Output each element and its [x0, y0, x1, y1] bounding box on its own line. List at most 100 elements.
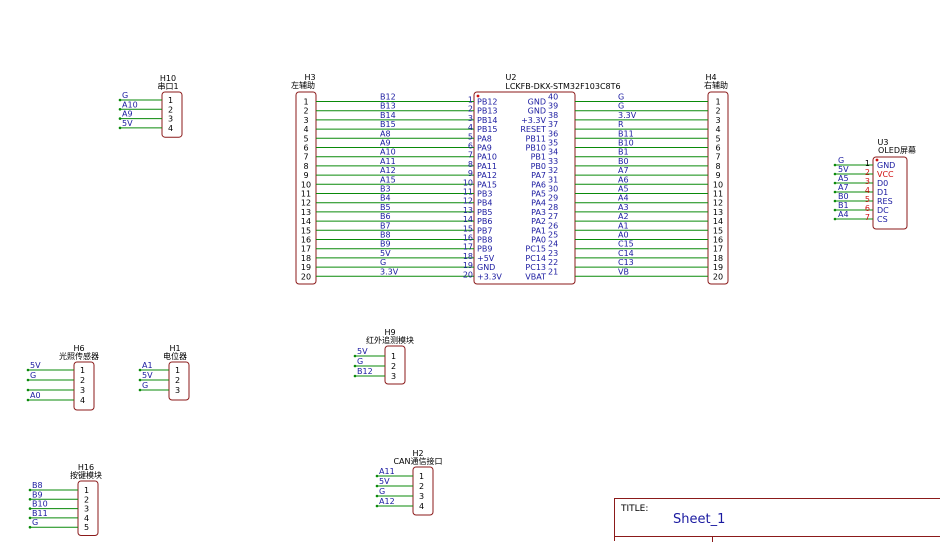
u2-left-num-14: 14 [463, 215, 473, 224]
h4-pin-14: 14 [713, 217, 723, 226]
h4-pin-8: 8 [715, 162, 720, 171]
u2-left-net-5: A8 [380, 129, 391, 138]
u2-right-pin-19: PC13 [525, 263, 546, 272]
h1-net-2: 5V [142, 371, 153, 380]
u2-left-num-10: 10 [463, 178, 473, 187]
u2-right-pin-1: GND [528, 98, 546, 107]
u2-left-net-19: G [380, 258, 386, 267]
h3-name: 左辅助 [291, 80, 315, 90]
h6-net-2: G [30, 371, 36, 380]
h2-body [412, 466, 434, 516]
h16-net-5: G [32, 518, 38, 527]
u3-pin-6: DC [877, 206, 889, 215]
u2-right-pin-10: PA6 [531, 180, 546, 189]
u2-left-net-12: B4 [380, 194, 391, 203]
u2-right-net-15: A1 [618, 221, 629, 230]
h4-pin-13: 13 [713, 208, 723, 217]
u2-right-num-9: 32 [548, 166, 558, 175]
h9-wire-end-2 [353, 364, 357, 368]
h16-wire-end-5 [28, 525, 32, 529]
h4-pin-3: 3 [715, 116, 720, 125]
h4-name: 右辅助 [704, 80, 728, 90]
u2-left-pin-18: +5V [477, 254, 495, 263]
h16-wire-end-1 [28, 488, 32, 492]
h10-wire-end-2 [118, 108, 122, 111]
h10-net-1: G [122, 91, 128, 100]
h3-pin-16: 16 [301, 236, 311, 245]
u2-right-net-5: B11 [618, 129, 634, 138]
u2-right-net-16: A0 [618, 231, 629, 240]
h10-net-2: A10 [122, 100, 138, 109]
h9-ref: H9 [384, 328, 395, 337]
u3-wire-end-7 [833, 217, 837, 221]
u2-left-net-11: B3 [380, 185, 391, 194]
h1-pin-2: 2 [175, 376, 180, 385]
u3-pin-3: D0 [877, 179, 888, 188]
u2-right-pin-2: GND [528, 107, 546, 116]
h6-pin-2: 2 [80, 376, 85, 385]
u2-left-num-5: 5 [468, 132, 473, 141]
u2-left-pin-13: PB5 [477, 208, 492, 217]
u2-left-net-14: B6 [380, 212, 391, 221]
h10-wire-end-4 [118, 126, 122, 130]
h6-net-4: A0 [30, 391, 41, 400]
u2-left-pin-19: GND [477, 263, 495, 272]
u2-right-pin-8: PB0 [531, 162, 546, 171]
h2-wire-end-1 [375, 474, 379, 478]
h2-net-2: 5V [379, 477, 390, 486]
h9-body [384, 345, 406, 385]
u2-left-num-11: 11 [463, 188, 473, 197]
h4-pin-17: 17 [713, 245, 723, 254]
u2-right-pin-6: PB10 [526, 144, 547, 153]
h6-wire-end-2 [26, 378, 30, 382]
h4-pin-20: 20 [713, 272, 723, 281]
u3-pin-7: CS [877, 215, 888, 224]
h1-net-1: A1 [142, 361, 153, 370]
u3-wire-end-4 [833, 190, 837, 194]
h2-net-3: G [379, 487, 385, 496]
h3-pin-3: 3 [303, 116, 308, 125]
h9-pin-1: 1 [391, 352, 396, 361]
u2-left-num-9: 9 [468, 169, 473, 178]
h9-net-3: B12 [357, 367, 373, 376]
u2-left-pin-8: PA11 [477, 162, 497, 171]
u3-num-2: 2 [865, 168, 870, 177]
u2-right-num-6: 35 [548, 139, 558, 148]
u3-wire-end-5 [833, 199, 837, 203]
h6-pin-3: 3 [80, 386, 85, 395]
h4-pin-4: 4 [715, 125, 720, 134]
u2-right-pin-13: PA3 [531, 208, 546, 217]
h4-ref: H4 [705, 73, 716, 82]
u2-left-num-6: 6 [468, 142, 473, 151]
u2-left-num-2: 2 [468, 105, 473, 114]
u2-left-pin-7: PA10 [477, 153, 497, 162]
u2-right-net-9: A7 [618, 166, 629, 175]
u2-right-pin-20: VBAT [525, 272, 546, 281]
u2-left-num-18: 18 [463, 252, 473, 261]
u2-right-net-2: G [618, 102, 624, 111]
h9-name: 红外追测模块 [366, 335, 414, 345]
u3-net-7: A4 [838, 210, 849, 219]
h1-body [168, 361, 190, 401]
u3-wire-end-6 [833, 208, 837, 212]
u2-left-pin-1: PB12 [477, 98, 498, 107]
u2-right-num-4: 37 [548, 120, 558, 129]
h4-pin-12: 12 [713, 199, 723, 208]
h16-pin-3: 3 [84, 505, 89, 514]
h2-pin-2: 2 [419, 482, 424, 491]
u2-left-net-8: A11 [380, 157, 396, 166]
u2-right-net-17: C15 [618, 240, 634, 249]
h3-pin-11: 11 [301, 190, 311, 199]
h2-net-4: A12 [379, 497, 395, 506]
u2-left-net-17: B9 [380, 240, 391, 249]
u2-right-net-14: A2 [618, 212, 629, 221]
h16-pin-2: 2 [84, 495, 89, 504]
h16-net-3: B10 [32, 500, 48, 509]
u3-num-5: 5 [865, 195, 870, 204]
u3-num-4: 4 [865, 186, 870, 195]
u3-wire-end-1 [833, 163, 837, 167]
h4-pin-16: 16 [713, 236, 723, 245]
u2-left-num-20: 20 [463, 270, 473, 279]
h3-pin-9: 9 [303, 171, 308, 180]
u2-right-num-1: 40 [548, 93, 558, 102]
